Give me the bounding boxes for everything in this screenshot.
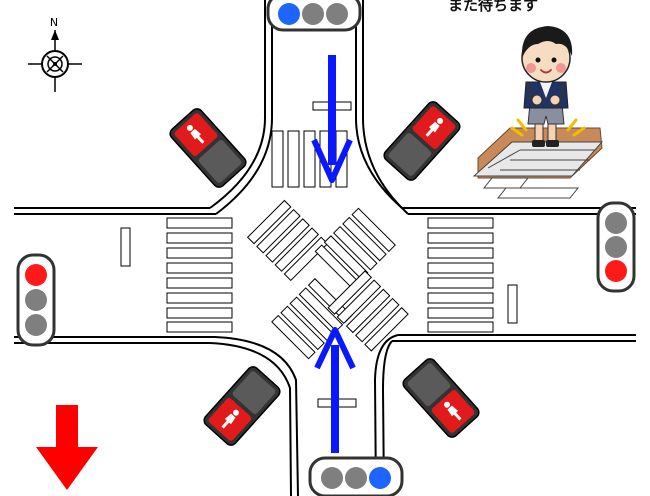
- stop-line-east: [508, 285, 517, 323]
- signal-lamp-green: [369, 467, 391, 489]
- pedestrian-signal-nw: [168, 106, 249, 189]
- direction-arrow-down: [36, 405, 98, 490]
- signal-lamp-red: [321, 467, 343, 489]
- vehicle-signal-west: [18, 255, 54, 345]
- signal-lamp-yellow: [605, 236, 627, 258]
- pedestrian-signal-ne: [382, 99, 463, 182]
- crosswalk-east: [428, 218, 493, 332]
- vehicle-signal-north: [268, 0, 360, 30]
- signal-lamp-red: [605, 260, 627, 282]
- crosswalk-west: [167, 218, 232, 332]
- signal-lamp-green: [25, 314, 47, 336]
- diagonal-crosswalk-ne: [315, 208, 395, 288]
- pedestrian-signal-sw: [202, 364, 283, 447]
- signal-lamp-yellow: [302, 3, 324, 25]
- pedestrian-signal-se: [401, 356, 482, 439]
- signal-lamp-red: [326, 3, 348, 25]
- signal-lamp-green: [605, 212, 627, 234]
- diagonal-crosswalk-nw: [248, 201, 328, 281]
- vehicle-signal-east: [598, 203, 634, 291]
- signal-lamp-yellow: [25, 289, 47, 311]
- compass-north-label: N: [50, 16, 58, 29]
- signal-lamp-yellow: [345, 467, 367, 489]
- compass-rose-icon: N: [28, 16, 82, 92]
- signal-lamp-red: [25, 264, 47, 286]
- stop-line-west: [121, 228, 130, 266]
- vehicle-signal-south: [310, 458, 402, 496]
- signal-lamp-green: [278, 3, 300, 25]
- child-waiting-icon: [474, 26, 602, 198]
- flow-arrow-northbound: [317, 330, 353, 453]
